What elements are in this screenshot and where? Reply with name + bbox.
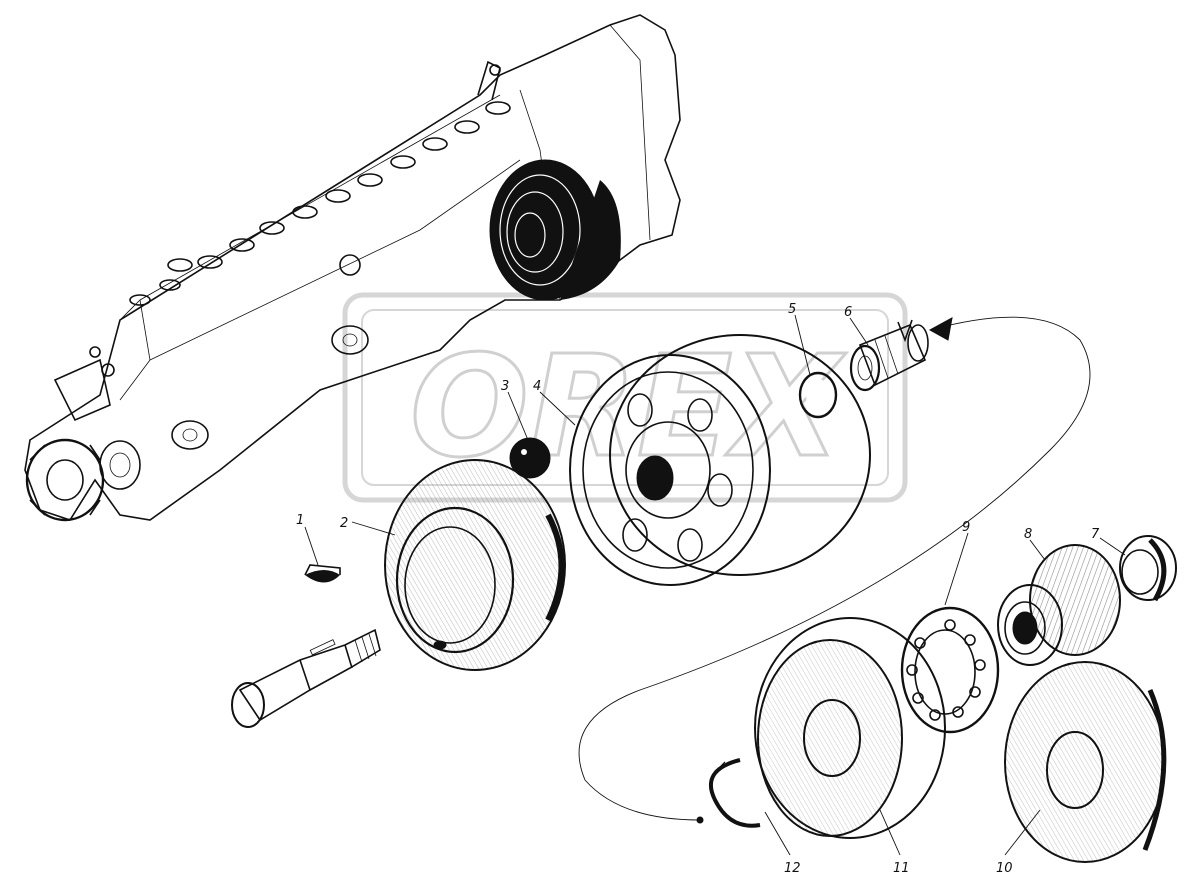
pump-housing — [24, 14, 681, 522]
label-4: 4 — [533, 379, 541, 394]
part-9-thrust-bearing — [900, 606, 1000, 734]
label-2: 2 — [340, 516, 348, 531]
label-9: 9 — [962, 520, 970, 535]
part-7-nut — [1119, 535, 1177, 602]
label-10: 10 — [996, 861, 1013, 876]
part-5-snap-ring — [798, 371, 838, 419]
part-4-flyweight-carrier — [569, 334, 871, 586]
label-1: 1 — [296, 513, 304, 528]
part-6-sleeve — [849, 319, 929, 392]
part-10-disc — [1004, 661, 1167, 863]
part-2-coupling-flange — [384, 459, 566, 671]
bearing-balls — [906, 619, 986, 721]
label-12: 12 — [784, 861, 801, 876]
label-7: 7 — [1091, 527, 1100, 542]
label-11: 11 — [893, 861, 910, 876]
governor-spring — [489, 159, 621, 301]
label-6: 6 — [844, 305, 852, 320]
assembly-path — [578, 316, 1091, 824]
part-8-threaded-bushing — [997, 544, 1121, 666]
part-3-ball — [509, 437, 551, 479]
housing-bores — [129, 101, 511, 306]
part-12-retaining-ring — [709, 758, 761, 828]
label-3: 3 — [501, 379, 509, 394]
label-5: 5 — [788, 302, 796, 317]
label-8: 8 — [1024, 527, 1032, 542]
part-1-woodruff-key — [304, 564, 341, 583]
part-11-disc — [754, 617, 946, 839]
shaft — [231, 628, 381, 728]
arrow-icon — [928, 317, 953, 341]
leader-lines — [304, 314, 1126, 856]
part-labels: 1 2 3 4 5 6 7 8 9 10 11 12 — [296, 302, 1100, 876]
drive-flange — [25, 438, 141, 522]
